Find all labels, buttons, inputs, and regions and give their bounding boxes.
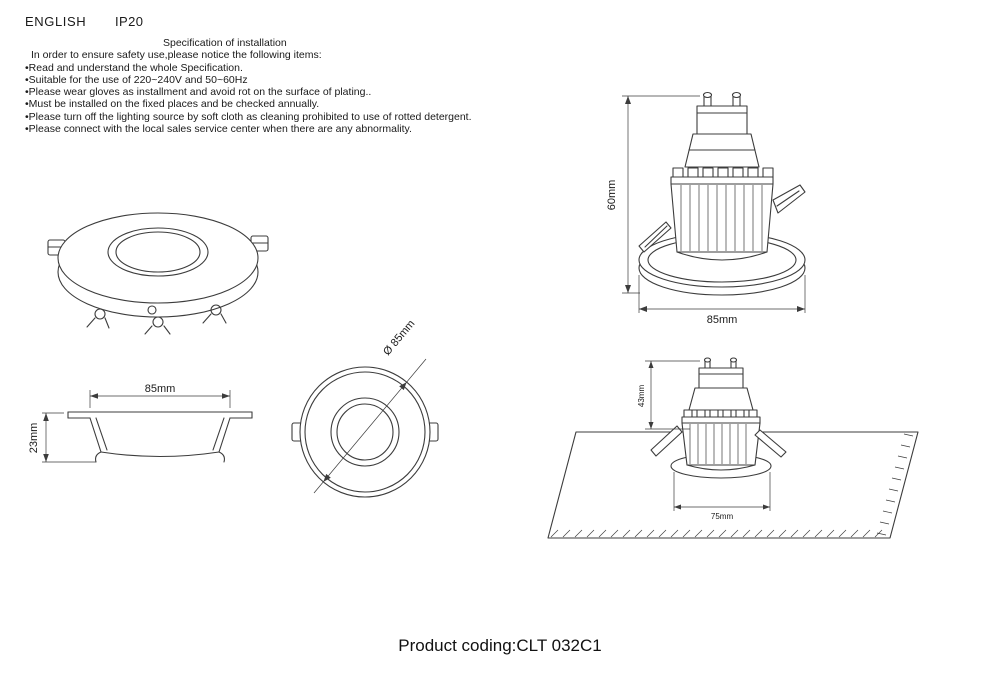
cutout-width-dimension: 75mm <box>673 472 771 521</box>
heatsink-fins <box>689 424 747 464</box>
side-view-width-dimension-label: 85mm <box>145 383 176 395</box>
heatsink-fins <box>680 185 763 251</box>
spec-item: •Read and understand the whole Specifica… <box>25 61 243 74</box>
spring-clip <box>86 308 110 329</box>
cutout-width-dimension-label: 75mm <box>711 512 734 521</box>
spring-foot-left <box>95 451 102 463</box>
product-coding: Product coding:CLT 032C1 <box>398 636 602 655</box>
heatsink-crown <box>681 409 761 424</box>
trim-ring-perspective-view <box>47 212 269 335</box>
torsion-spring-left <box>650 425 683 457</box>
fixture-width-dimension-label: 85mm <box>707 314 738 326</box>
spec-item: •Please connect with the local sales ser… <box>25 123 412 136</box>
torsion-spring-left <box>638 221 672 253</box>
recess-height-dimension: 43mm <box>637 360 700 430</box>
side-view-width-dimension: 85mm <box>89 383 231 408</box>
side-view-height-dimension-label: 23mm <box>28 423 40 454</box>
heatsink-crown <box>670 167 774 185</box>
spring-clip <box>202 304 227 324</box>
spring-clip <box>144 316 171 335</box>
installation-view: 43mm 75mm <box>547 357 919 539</box>
spec-item: •Suitable for the use of 220~240V and 50… <box>25 73 248 86</box>
spec-title: Specification of installation <box>163 37 287 49</box>
panel-hatching-bottom <box>550 529 883 538</box>
heatsink-body <box>670 183 774 261</box>
spring-foot-right <box>218 451 225 463</box>
torsion-spring-right <box>772 184 806 214</box>
gu10-lamp <box>684 91 760 168</box>
fixture-width-dimension: 85mm <box>638 275 806 326</box>
ip-rating-label: IP20 <box>115 14 144 29</box>
panel-hatching-right <box>876 433 914 536</box>
language-label: ENGLISH <box>25 14 87 29</box>
installation-instructions: Specification of installation In order t… <box>25 37 565 135</box>
ceiling-panel <box>547 431 919 539</box>
recess-height-dimension-label: 43mm <box>637 385 646 408</box>
adjust-screw <box>147 305 157 315</box>
top-view: Ø 85mm <box>291 318 439 498</box>
spec-item: •Must be installed on the fixed places a… <box>25 98 320 111</box>
fixture-height-dimension: 60mm <box>606 95 700 294</box>
top-view-diameter-dimension-label: Ø 85mm <box>381 318 417 358</box>
side-view: 85mm 23mm <box>28 383 253 463</box>
side-view-height-dimension: 23mm <box>28 412 96 463</box>
spec-item: •Please turn off the lighting source by … <box>25 110 472 123</box>
fixture-height-dimension-label: 60mm <box>606 180 618 211</box>
spec-item: •Please wear gloves as installment and a… <box>25 86 372 99</box>
gu10-lamp <box>688 357 754 411</box>
recessed-heatsink-body <box>681 422 761 471</box>
spec-intro: In order to ensure safety use,please not… <box>31 49 322 62</box>
torsion-spring-right <box>754 429 787 458</box>
fixture-front-view: 60mm 85mm <box>606 91 806 326</box>
